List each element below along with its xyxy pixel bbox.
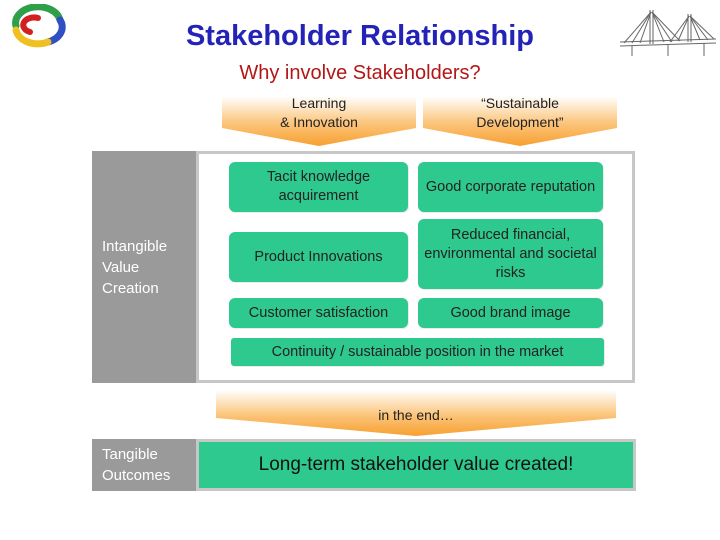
- box-customer-satisfaction: Customer satisfaction: [229, 298, 408, 328]
- box-tacit-knowledge: Tacit knowledge acquirement: [229, 162, 408, 212]
- arrow-in-the-end: [216, 390, 616, 436]
- logo-icon: [12, 4, 66, 48]
- outcome-box: Long-term stakeholder value created!: [196, 439, 636, 491]
- arrow-sustainable: [423, 96, 617, 146]
- box-reduced-risks: Reduced financial, environmental and soc…: [418, 219, 603, 289]
- page-title: Stakeholder Relationship: [185, 20, 535, 52]
- column-header-sustainable: “Sustainable Development”: [476, 95, 564, 130]
- box-product-innovations: Product Innovations: [229, 232, 408, 282]
- arrow-learning: [222, 96, 416, 146]
- intangible-value-label: Intangible Value Creation: [92, 151, 197, 383]
- column-header-learning: Learning & Innovation: [280, 95, 358, 130]
- box-corporate-reputation: Good corporate reputation: [418, 162, 603, 212]
- box-brand-image: Good brand image: [418, 298, 603, 328]
- page-subtitle: Why involve Stakeholders?: [239, 62, 481, 84]
- bridge-icon: [620, 10, 716, 56]
- in-the-end-label: in the end…: [378, 407, 454, 423]
- tangible-outcomes-label: Tangible Outcomes: [92, 439, 197, 491]
- box-continuity: Continuity / sustainable position in the…: [231, 338, 604, 366]
